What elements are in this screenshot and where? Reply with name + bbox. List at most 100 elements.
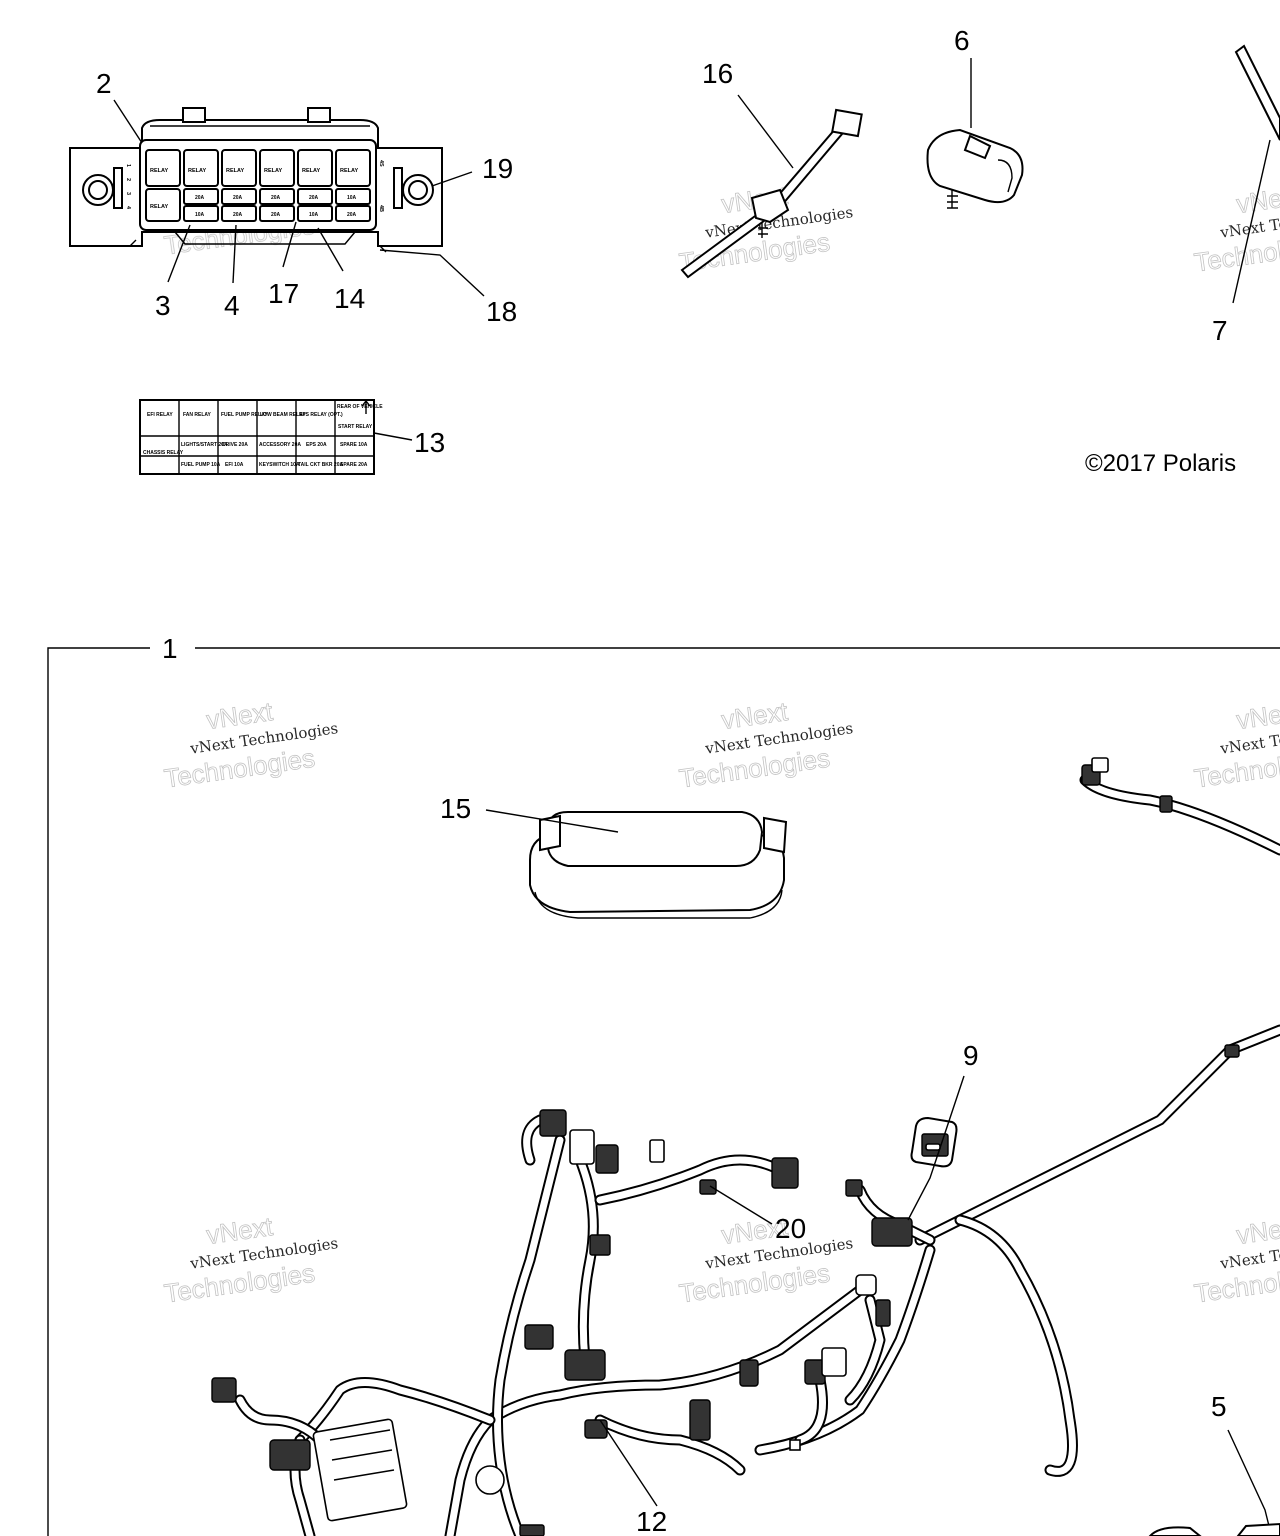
relay-icon: RELAY bbox=[259, 149, 295, 187]
decal-label: FUEL PUMP RELAY bbox=[221, 412, 268, 418]
callout-18: 18 bbox=[486, 296, 517, 327]
callout-15: 15 bbox=[440, 793, 471, 824]
decal-label: LIGHTS/START 20A bbox=[181, 442, 228, 448]
fuse-decal: EFI RELAY FAN RELAY FUEL PUMP RELAY LOW … bbox=[139, 399, 383, 475]
decal-label: EPS 20A bbox=[306, 442, 327, 448]
pin-label: 3 bbox=[125, 192, 131, 195]
fuse-icon: 20A bbox=[221, 205, 257, 222]
fuse-icon: 20A bbox=[297, 188, 333, 205]
decal-label: DRIVE 20A bbox=[222, 442, 248, 448]
leader-20 bbox=[709, 1185, 773, 1225]
decal-label: ACCESSORY 20A bbox=[259, 442, 301, 448]
callout-17: 17 bbox=[268, 278, 299, 309]
svg-text:20A: 20A bbox=[309, 195, 319, 201]
relay-icon: RELAY bbox=[335, 149, 371, 187]
arrow-up-icon bbox=[361, 399, 371, 414]
callout-16: 16 bbox=[702, 58, 733, 89]
connector-part-6 bbox=[926, 128, 1024, 209]
relay-icon: RELAY bbox=[145, 149, 181, 187]
harness-frame bbox=[47, 647, 1280, 1536]
fuse-icon: 20A bbox=[335, 205, 371, 222]
mounting-hole-icon bbox=[82, 174, 114, 206]
svg-text:RELAY: RELAY bbox=[264, 168, 282, 174]
relay-icon: RELAY bbox=[183, 149, 219, 187]
watermark-group: vNext vNext Technologies Technologies vN… bbox=[162, 163, 1280, 1309]
svg-text:RELAY: RELAY bbox=[302, 168, 320, 174]
callout-7: 7 bbox=[1212, 315, 1228, 346]
fuse-icon: 20A bbox=[221, 188, 257, 205]
svg-text:RELAY: RELAY bbox=[188, 168, 206, 174]
pin-label: 4 bbox=[125, 206, 131, 210]
decal-label: FAN RELAY bbox=[183, 412, 212, 418]
fuse-box-cover bbox=[529, 811, 788, 919]
part-5 bbox=[1148, 1522, 1280, 1536]
watermark-vnext: vNext bbox=[1235, 696, 1280, 735]
svg-text:10A: 10A bbox=[309, 212, 319, 218]
pin-label: 2 bbox=[125, 178, 131, 181]
decal-label: TAIL CKT BKR 20A bbox=[298, 462, 343, 468]
callout-4: 4 bbox=[224, 290, 240, 321]
relay-row: RELAY RELAY RELAY RELAY RELAY RELAY bbox=[145, 149, 371, 187]
decal-label: EPS RELAY (OPT.) bbox=[299, 412, 343, 418]
mounting-hole-icon bbox=[402, 174, 434, 206]
decal-label: FUEL PUMP 10A bbox=[181, 462, 221, 468]
callout-6: 6 bbox=[954, 25, 970, 56]
fuse-icon: 10A bbox=[335, 188, 371, 205]
decal-label: CHASSIS RELAY bbox=[143, 450, 184, 456]
leader-9 bbox=[907, 1075, 965, 1221]
svg-text:RELAY: RELAY bbox=[340, 168, 358, 174]
svg-text:20A: 20A bbox=[233, 195, 243, 201]
leader-lines-top-left bbox=[113, 99, 485, 297]
decal-label: SPARE 10A bbox=[340, 442, 368, 448]
fuse-icon: 20A bbox=[183, 188, 219, 205]
relay-icon: RELAY bbox=[297, 149, 333, 187]
fuse-icon: 10A bbox=[297, 205, 333, 222]
fuse-relay-box: 1 2 3 4 4S 4B RELAY RELAY RELAY RELAY RE… bbox=[69, 107, 443, 253]
leader-16 bbox=[737, 94, 794, 169]
watermark-vnext: vNext bbox=[1235, 180, 1280, 219]
callout-14: 14 bbox=[334, 283, 365, 314]
decal-label: START RELAY bbox=[338, 424, 373, 430]
fuse-icon: 20A bbox=[259, 205, 295, 222]
svg-text:20A: 20A bbox=[195, 195, 205, 201]
decal-label: REAR OF VEHICLE bbox=[337, 404, 383, 410]
svg-text:20A: 20A bbox=[347, 212, 357, 218]
svg-text:10A: 10A bbox=[195, 212, 205, 218]
decal-label: SPARE 20A bbox=[340, 462, 368, 468]
svg-text:RELAY: RELAY bbox=[226, 168, 244, 174]
callout-20: 20 bbox=[775, 1213, 806, 1244]
callout-5: 5 bbox=[1211, 1391, 1227, 1422]
decal-label: KEYSWITCH 10A bbox=[259, 462, 300, 468]
jumper-wire bbox=[680, 108, 863, 279]
decal-label: LOW BEAM RELAY bbox=[260, 412, 306, 418]
pin-label: 1 bbox=[125, 164, 131, 167]
pin-label: 4S bbox=[378, 160, 384, 167]
leader-12 bbox=[599, 1419, 658, 1507]
callout-2: 2 bbox=[96, 68, 112, 99]
leader-5 bbox=[1227, 1429, 1271, 1531]
leader-13 bbox=[373, 432, 413, 441]
copyright: ©2017 Polaris bbox=[1085, 450, 1236, 477]
callout-13: 13 bbox=[414, 427, 445, 458]
relay-icon: RELAY bbox=[145, 188, 181, 222]
callout-3: 3 bbox=[155, 290, 171, 321]
fuse-icon: 10A bbox=[183, 205, 219, 222]
fuse-row: RELAY 20A 20A 20A 20A 10A 10A 20A 20A 10… bbox=[145, 188, 371, 222]
callout-19: 19 bbox=[482, 153, 513, 184]
svg-text:RELAY: RELAY bbox=[150, 168, 168, 174]
relay-icon: RELAY bbox=[221, 149, 257, 187]
callout-1: 1 bbox=[162, 633, 178, 664]
svg-text:20A: 20A bbox=[271, 212, 281, 218]
strap-part-7 bbox=[1232, 44, 1280, 304]
decal-label: EFI RELAY bbox=[147, 412, 173, 418]
svg-text:10A: 10A bbox=[347, 195, 357, 201]
svg-text:RELAY: RELAY bbox=[150, 204, 168, 210]
connector-icon bbox=[211, 757, 1240, 1536]
svg-text:20A: 20A bbox=[233, 212, 243, 218]
callout-12: 12 bbox=[636, 1506, 667, 1536]
decal-label: EFI 10A bbox=[225, 462, 244, 468]
watermark-vnext: vNext bbox=[1235, 1211, 1280, 1250]
callout-9: 9 bbox=[963, 1040, 979, 1071]
svg-text:20A: 20A bbox=[271, 195, 281, 201]
